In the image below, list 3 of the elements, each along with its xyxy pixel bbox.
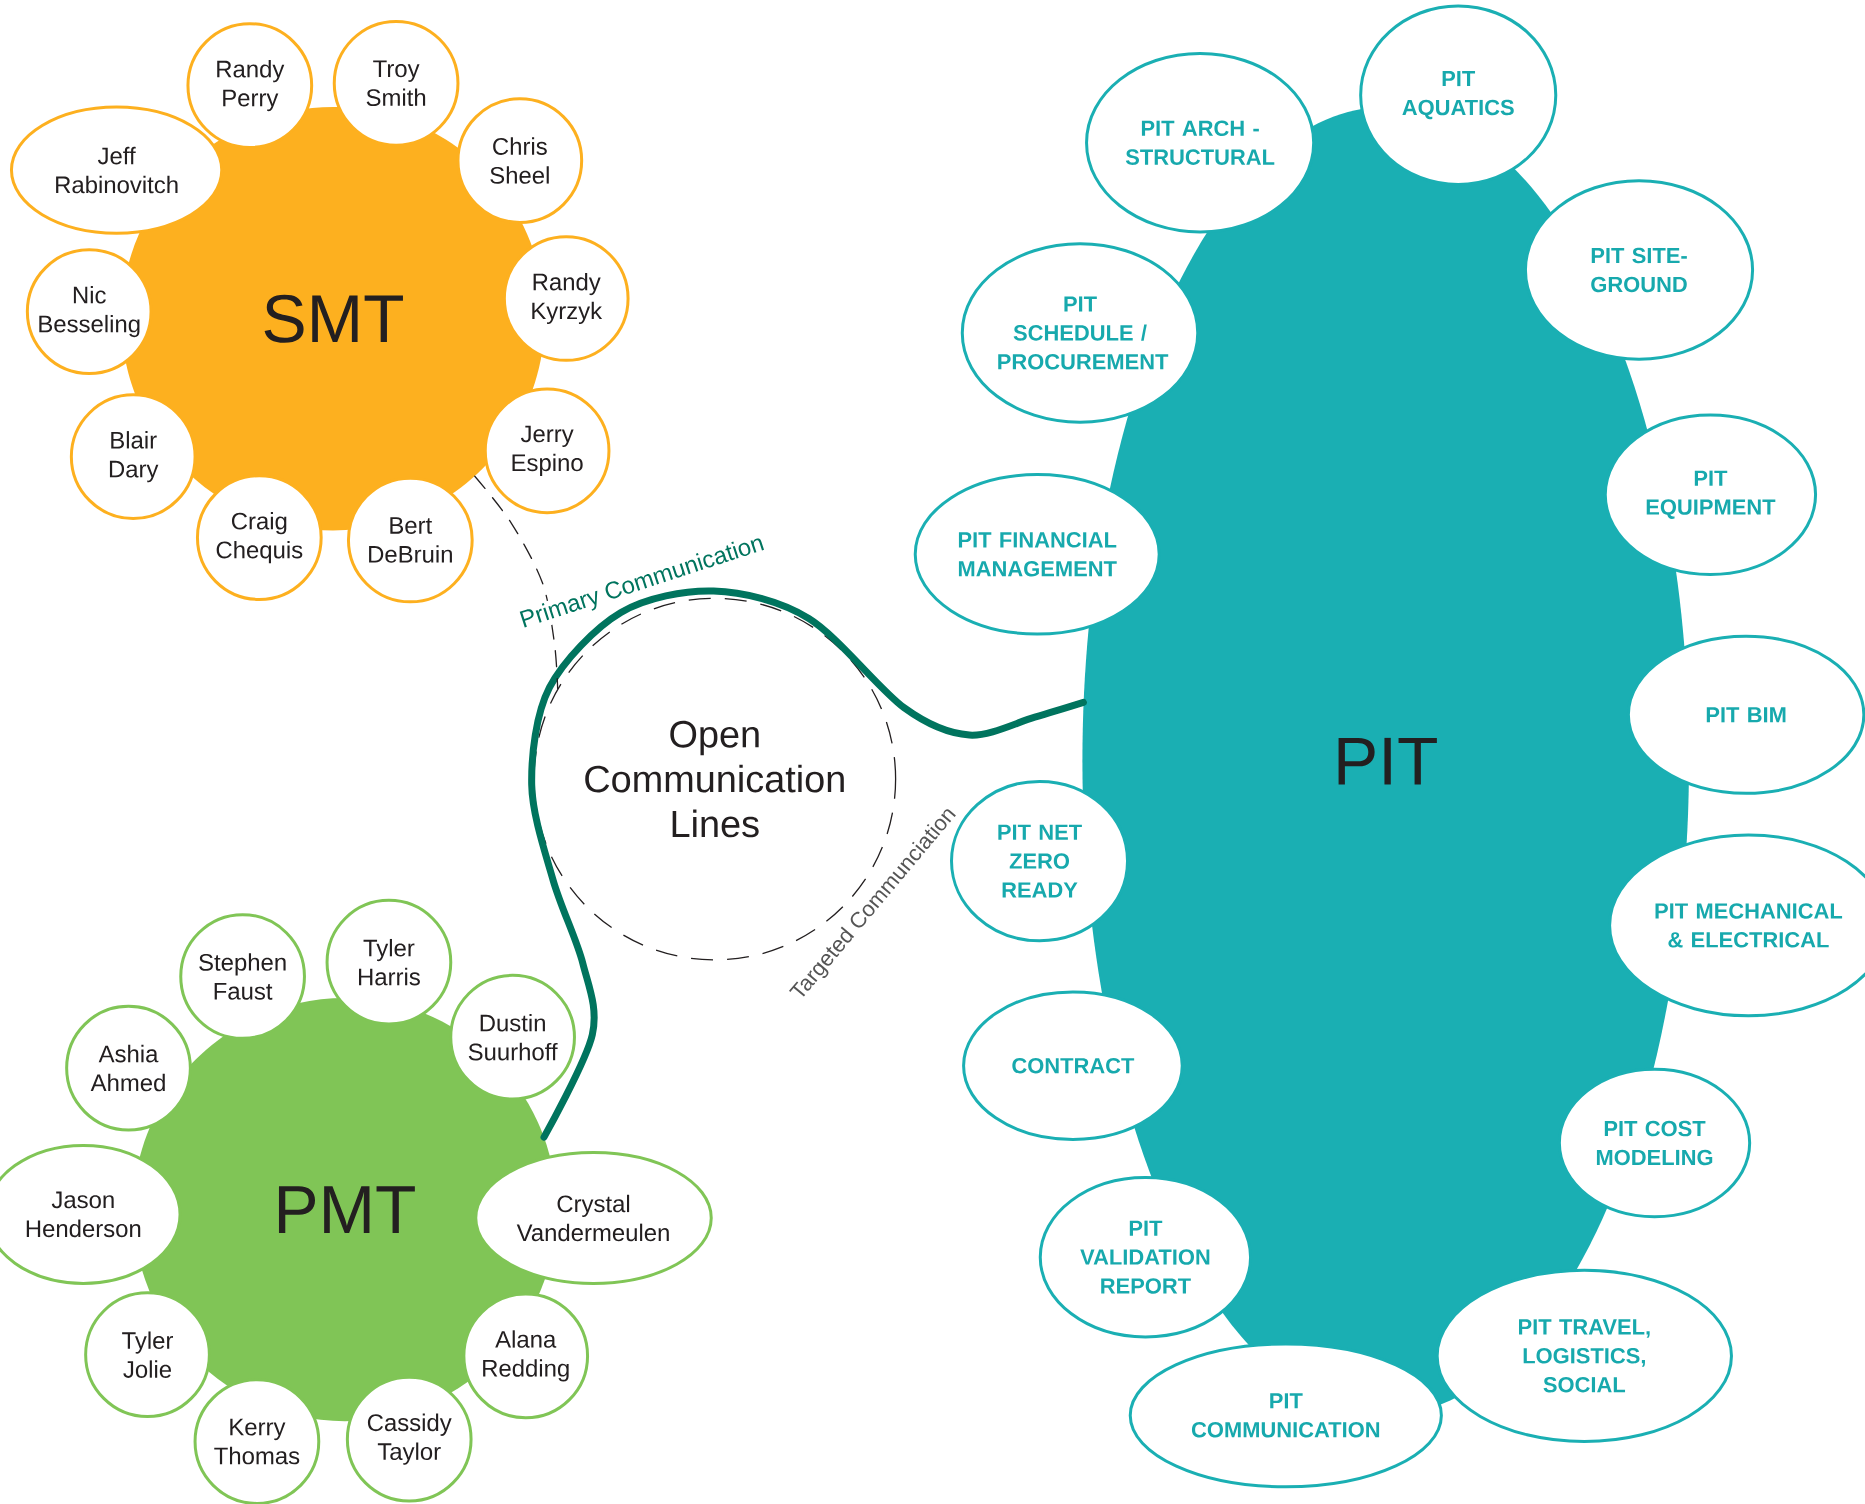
communication-line xyxy=(474,475,559,689)
communication-line xyxy=(528,587,1087,1141)
node-label: PIT BIM xyxy=(1706,707,1786,723)
